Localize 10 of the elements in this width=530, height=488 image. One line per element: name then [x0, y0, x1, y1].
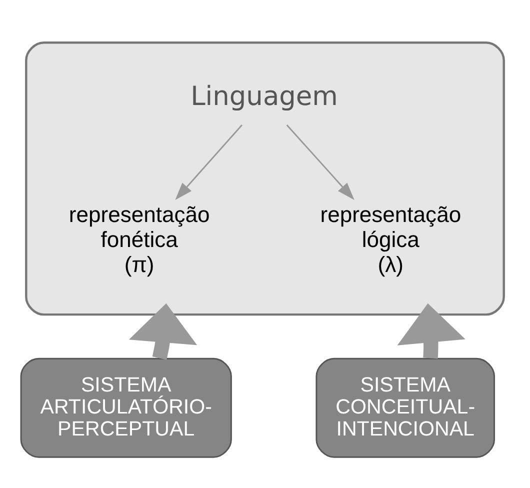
arrow [128, 303, 198, 360]
arrow [286, 124, 354, 200]
node-box: SISTEMA ARTICULATÓRIO-PERCEPTUAL [20, 358, 232, 458]
node-text: Linguagem [190, 80, 338, 112]
arrow [175, 124, 242, 200]
node-text: representação lógica (λ) [320, 202, 462, 277]
arrow [397, 303, 466, 359]
node-text: representação fonética (π) [68, 202, 210, 277]
node-box: SISTEMA CONCEITUAL-INTENCIONAL [316, 358, 496, 458]
cluster [25, 42, 505, 316]
